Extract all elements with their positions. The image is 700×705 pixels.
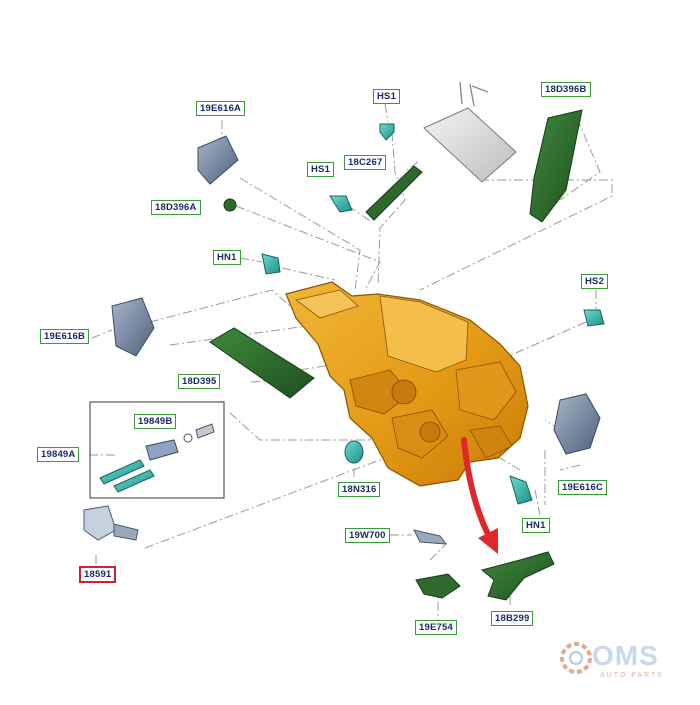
sensor-19849b	[145, 423, 215, 461]
callout-18c267: 18C267	[344, 155, 387, 170]
duct-18d395	[209, 327, 315, 399]
callout-18d396b: 18D396B	[541, 82, 591, 97]
callout-hs1-mid: HS1	[307, 162, 335, 177]
callout-18n316: 18N316	[338, 482, 381, 497]
blower-motor-18591	[83, 505, 139, 541]
callout-hs1-top: HS1	[373, 89, 401, 104]
actuator-19e616b	[111, 297, 155, 357]
hvac-main-housing	[285, 281, 529, 487]
actuator-19e616c	[553, 393, 601, 455]
callout-18591: 18591	[79, 566, 117, 583]
watermark-brand: OMS	[592, 640, 659, 671]
watermark-logo-icon	[560, 642, 592, 674]
duct-18b299	[480, 551, 555, 601]
callout-hn1-bottom: HN1	[522, 518, 550, 533]
duct-18d396b	[529, 109, 583, 223]
group-19849a-box	[89, 401, 225, 499]
callout-hn1-top: HN1	[213, 250, 241, 265]
callout-19e616a: 19E616A	[196, 101, 246, 116]
callout-19e616b: 19E616B	[40, 329, 90, 344]
red-curved-arrow	[461, 437, 498, 554]
part-18d396a	[223, 198, 237, 212]
clip-19w700	[413, 529, 448, 545]
actuator-19e616a	[197, 135, 239, 185]
callout-19849a: 19849A	[37, 447, 80, 462]
heater-core	[423, 81, 517, 183]
callout-19w700: 19W700	[345, 528, 390, 543]
callout-19849b: 19849B	[134, 414, 177, 429]
callout-19e616c: 19E616C	[558, 480, 608, 495]
callout-18b299: 18B299	[491, 611, 534, 626]
tube-18c267	[365, 165, 423, 221]
bracket-19e754	[415, 573, 461, 599]
callout-19e754: 19E754	[415, 620, 457, 635]
watermark-tagline: AUTO PARTS	[600, 672, 664, 679]
callout-18d396a: 18D396A	[151, 200, 201, 215]
teal-parts	[99, 123, 605, 505]
callout-hs2: HS2	[581, 274, 609, 289]
callout-18d395: 18D395	[178, 374, 221, 389]
